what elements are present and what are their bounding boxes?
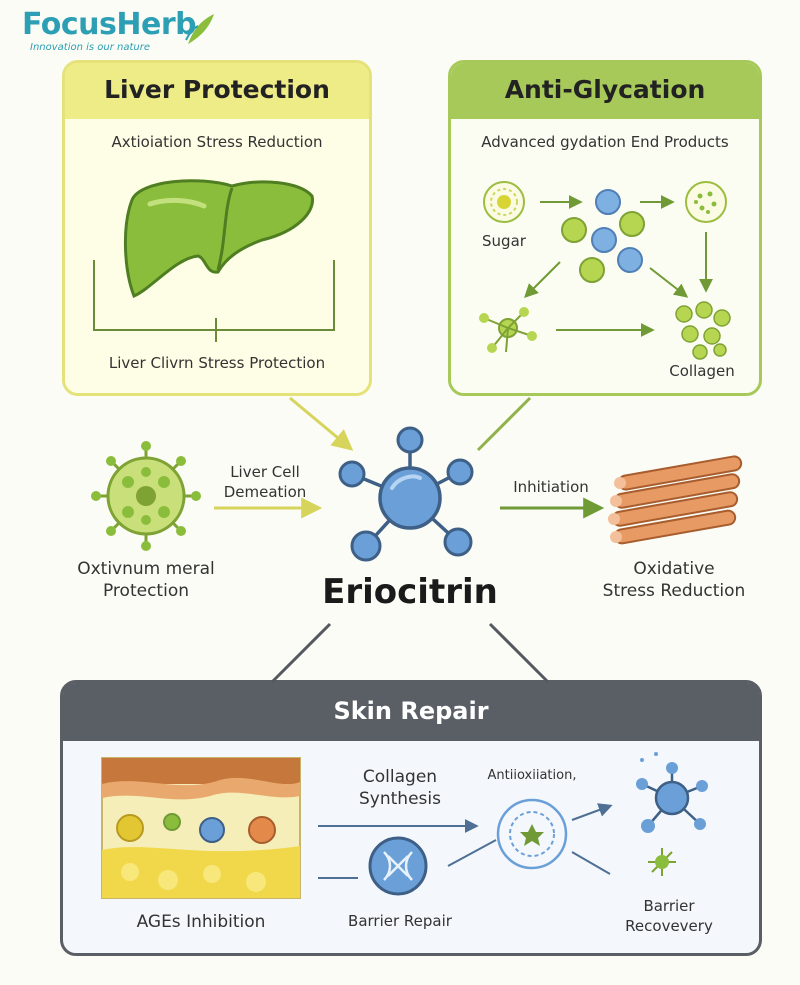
liver-panel-title: Liver Protection: [104, 75, 330, 104]
glycation-to-center-line: [476, 396, 532, 452]
barrier-repair-icon: [368, 836, 428, 896]
crosslink-icon: [479, 307, 537, 353]
ages-label: AGEs Inhibition: [136, 912, 266, 932]
skin-virus-yellow: [116, 814, 144, 842]
barrier-recovery-line1: Barrier: [643, 897, 695, 915]
left-arrow-label-line2: Demeation: [223, 483, 307, 501]
green-star-icon: [648, 848, 676, 876]
collagen-synthesis-line2: Synthesis: [359, 789, 441, 809]
skin-panel-title: Skin Repair: [333, 697, 489, 725]
center-to-skin-line-right: [488, 622, 550, 684]
sugar-label: Sugar: [482, 232, 526, 250]
barrier-recovery-label: Barrier Recovevery: [604, 896, 734, 936]
center-label: Eriocitrin: [322, 572, 498, 612]
ages-cell-icon: [685, 181, 727, 223]
right-arrow-label: Inhitiation: [513, 478, 589, 496]
brand-tagline: Innovation is our nature: [30, 42, 151, 53]
glycation-subtitle: Advanced gydation End Products: [481, 133, 729, 151]
muscle-fiber-icon: [608, 455, 743, 545]
liver-subtitle: Axtioiation Stress Reduction: [111, 133, 323, 151]
liver-bracket: [93, 260, 335, 331]
skin-panel-header: Skin Repair: [63, 683, 759, 741]
left-arrow-label-line1: Liver Cell: [230, 463, 300, 481]
barrier-recovery-line2: Recovevery: [625, 917, 713, 935]
right-caption-line2: Stress Reduction: [602, 581, 746, 601]
glycation-panel-header: Anti-Glycation: [451, 63, 759, 119]
small-molecule-icon: [636, 752, 708, 833]
brand-name: FocusHerb: [22, 7, 197, 42]
left-caption-line2: Protection: [102, 581, 189, 601]
collagen-synthesis-label: Collagen Synthesis: [330, 766, 470, 810]
antioxidant-cell-icon: [496, 798, 568, 870]
left-caption-line1: Oxtivnum meral: [77, 559, 215, 579]
barrier-repair-label: Barrier Repair: [348, 912, 452, 930]
right-caption: Oxidative Stress Reduction: [584, 558, 764, 602]
antioxidation-label: Antiioxiiation,: [487, 768, 577, 783]
collagen-synthesis-line1: Collagen: [362, 767, 438, 787]
liver-caption: Liver Clivrn Stress Protection: [108, 354, 326, 372]
liver-protection-panel: Liver Protection: [62, 60, 372, 396]
skin-arrow-join: [447, 839, 497, 867]
skin-layer-icon: [101, 757, 301, 899]
right-caption-line1: Oxidative: [633, 559, 715, 579]
brand-logo: FocusHerb Innovation is our nature: [22, 7, 197, 54]
glycation-panel-title: Anti-Glycation: [504, 75, 706, 104]
sugar-cell-icon: [483, 181, 525, 223]
left-caption: Oxtivnum meral Protection: [60, 558, 232, 602]
anti-glycation-panel: Anti-Glycation: [448, 60, 762, 396]
virus-icon: [91, 441, 201, 551]
liver-to-center-line: [289, 396, 354, 451]
liver-panel-header: Liver Protection: [65, 63, 369, 119]
collagen-cluster-icon: [675, 301, 731, 360]
center-to-skin-line-left: [270, 622, 332, 684]
left-arrow-label: Liver Cell Demeation: [210, 462, 320, 502]
collagen-label: Collagen: [669, 362, 735, 380]
molecule-cluster-icon: [561, 189, 645, 283]
liver-icon: [124, 179, 314, 299]
leaf-icon: [185, 14, 214, 44]
molecule-icon: [338, 426, 474, 562]
